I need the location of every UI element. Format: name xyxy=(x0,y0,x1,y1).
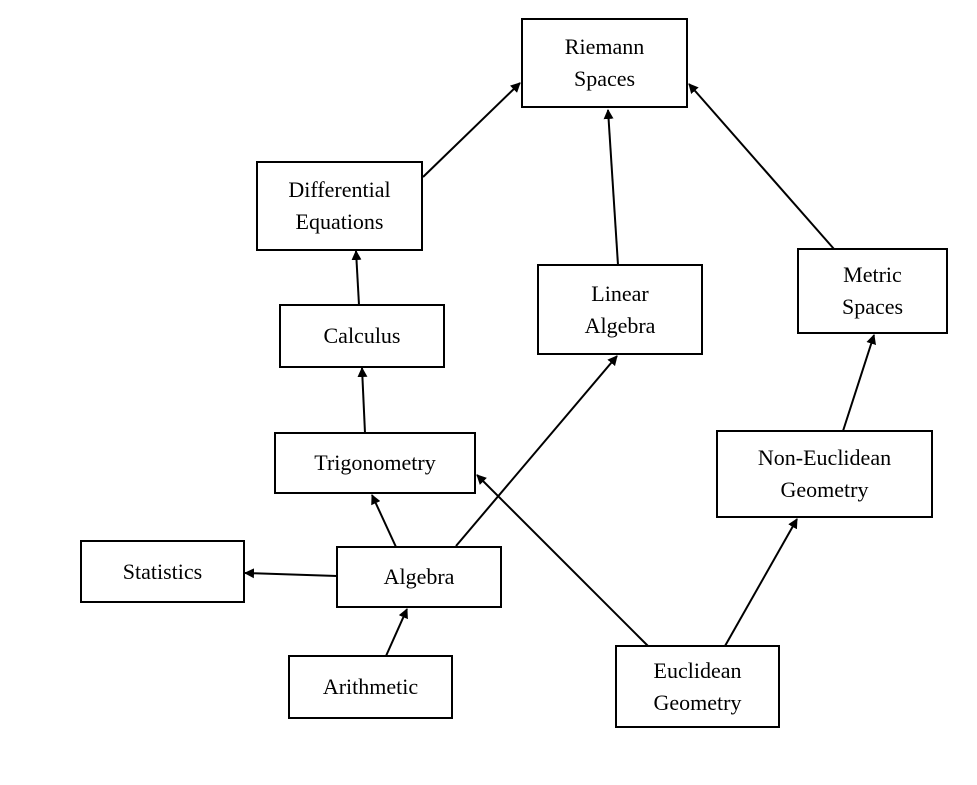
edge-algebra-to-statistics xyxy=(244,568,338,579)
node-statistics: Statistics xyxy=(80,540,245,603)
node-arithmetic: Arithmetic xyxy=(288,655,453,719)
edge-arithmetic-to-algebra xyxy=(385,608,408,657)
node-label-line: Riemann xyxy=(564,34,645,59)
edge-euclidean-to-trigonometry xyxy=(476,474,649,647)
node-differential-equations: Differential Equations xyxy=(256,161,423,251)
node-label-line: Equations xyxy=(295,209,384,234)
edge-metric-to-riemann xyxy=(688,83,835,250)
edge-calculus-to-differential xyxy=(351,250,362,306)
node-calculus: Calculus xyxy=(279,304,445,368)
node-label-line: Differential xyxy=(288,177,391,202)
node-label-line: Calculus xyxy=(323,323,401,348)
node-label-line: Arithmetic xyxy=(322,674,419,699)
edge-non-euclidean-to-metric xyxy=(842,334,876,432)
node-linear-algebra: Linear Algebra xyxy=(537,264,703,355)
node-label-line: Algebra xyxy=(383,564,455,589)
edge-linear-algebra-to-riemann xyxy=(603,109,619,266)
edge-differential-to-riemann xyxy=(422,82,521,178)
node-euclidean-geometry: Euclidean Geometry xyxy=(615,645,780,728)
node-metric-spaces: Metric Spaces xyxy=(797,248,948,334)
node-label-line: Geometry xyxy=(780,477,869,502)
edge-trigonometry-to-calculus xyxy=(357,367,368,434)
node-non-euclidean-geometry: Non-Euclidean Geometry xyxy=(716,430,933,518)
node-riemann-spaces: Riemann Spaces xyxy=(521,18,688,108)
node-label-line: Metric xyxy=(843,262,902,287)
node-label-line: Linear xyxy=(591,280,649,306)
node-label-line: Geometry xyxy=(653,689,742,715)
node-trigonometry: Trigonometry xyxy=(274,432,476,494)
edge-euclidean-to-non-euclidean xyxy=(724,518,798,647)
node-label-line: Euclidean xyxy=(653,657,742,683)
node-algebra: Algebra xyxy=(336,546,502,608)
node-label-line: Algebra xyxy=(584,312,656,338)
node-label-line: Spaces xyxy=(573,66,636,91)
node-label-line: Trigonometry xyxy=(314,450,436,475)
edge-algebra-to-linear-algebra xyxy=(455,355,618,547)
node-label-line: Statistics xyxy=(122,558,203,584)
node-label-line: Non-Euclidean xyxy=(757,445,892,470)
node-label-line: Spaces xyxy=(841,294,904,319)
edge-algebra-to-trigonometry xyxy=(371,494,397,548)
